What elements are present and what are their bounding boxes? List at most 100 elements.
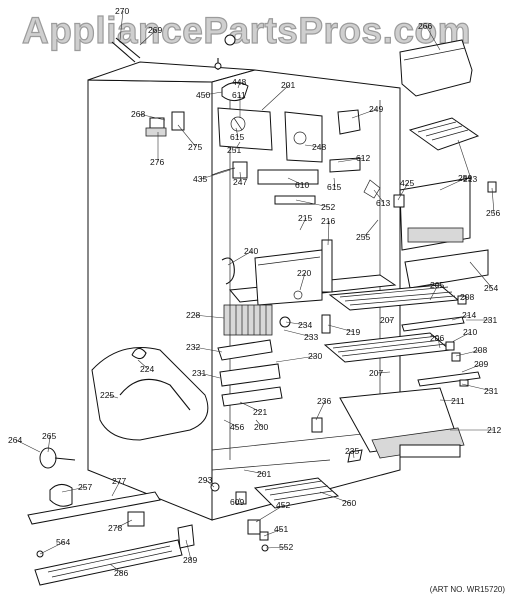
leader-line [352, 450, 355, 459]
leader-line [275, 355, 317, 363]
part-number-label: 231 [192, 368, 206, 378]
top-parts [111, 34, 361, 205]
leader-line [255, 504, 285, 523]
part-number-label: 448 [232, 77, 246, 87]
leader-line [227, 250, 253, 266]
leader-line [15, 439, 41, 453]
leader-line [261, 84, 290, 111]
part-number-label: 615 [327, 182, 341, 192]
part-number-label: 293 [198, 475, 212, 485]
leader-line [223, 419, 239, 428]
leader-line [255, 419, 263, 428]
part-number-label: 215 [298, 213, 312, 223]
part-number-label: 225 [100, 390, 114, 400]
part-number-label: 230 [308, 351, 322, 361]
part-number-label: 257 [78, 482, 92, 492]
leader-line [47, 435, 51, 453]
leader-line [287, 177, 304, 186]
part-number-label: 610 [295, 180, 309, 190]
leader-line [351, 108, 378, 119]
leader-line [437, 337, 441, 349]
part-number-label: 220 [297, 268, 311, 278]
part-number-label: 260 [342, 498, 356, 508]
part-number-label: 266 [418, 21, 432, 31]
part-number-label: 269 [148, 25, 162, 35]
part-number-label: 264 [8, 435, 22, 445]
part-number-label: 208 [460, 292, 474, 302]
part-number-label: 275 [188, 142, 202, 152]
part-number-label: 564 [56, 537, 70, 547]
part-number-label: 209 [474, 359, 488, 369]
part-number-label: 211 [451, 396, 465, 406]
leader-line [39, 541, 65, 555]
leader-line [397, 182, 409, 201]
leader-line [451, 314, 471, 321]
leader-line [327, 220, 330, 246]
leader-line [200, 169, 231, 180]
leader-line [451, 331, 472, 343]
leader-line [243, 469, 266, 475]
part-number-label: 248 [312, 142, 326, 152]
part-number-label: 236 [317, 396, 331, 406]
part-number-label: 451 [274, 524, 288, 534]
leader-line [237, 497, 241, 503]
leader-line [119, 10, 124, 41]
leader-line [193, 346, 223, 353]
leader-line [319, 491, 351, 504]
part-number-label: 231 [483, 315, 497, 325]
leader-line [439, 177, 467, 191]
part-number-label: 270 [115, 6, 129, 16]
leader-line [373, 189, 385, 204]
part-number-label: 201 [281, 80, 295, 90]
part-number-label: 254 [484, 283, 498, 293]
leader-line [185, 539, 192, 561]
leader-line [139, 29, 157, 46]
leader-line [429, 284, 439, 301]
leader-line [177, 124, 197, 148]
part-number-label: 216 [321, 216, 335, 226]
part-number-label: 228 [186, 310, 200, 320]
part-number-label: 212 [487, 425, 501, 435]
leader-line [205, 479, 215, 488]
part-number-label: 609 [230, 497, 244, 507]
part-number-label: 207 [369, 368, 383, 378]
part-number-label: 611 [232, 90, 246, 100]
part-number-label: 224 [140, 364, 154, 374]
part-number-label: 286 [114, 568, 128, 578]
part-number-label: 268 [131, 109, 145, 119]
leader-line [203, 91, 223, 96]
leader-line [491, 187, 495, 214]
bottom-parts [27, 417, 363, 586]
part-number-label: 206 [430, 333, 444, 343]
part-number-label: 450 [196, 90, 210, 100]
part-number-label: 247 [233, 177, 247, 187]
leader-line [461, 383, 493, 392]
part-number-label: 221 [253, 407, 267, 417]
part-number-label: 613 [376, 198, 390, 208]
part-number-label: 210 [463, 327, 477, 337]
part-number-label: 240 [244, 246, 258, 256]
part-number-label: 265 [42, 431, 56, 441]
leader-line [193, 314, 225, 319]
part-number-label: 232 [186, 342, 200, 352]
leader-line [376, 371, 391, 374]
part-number-label: 276 [150, 157, 164, 167]
part-number-label: 201 [257, 469, 271, 479]
leader-line [239, 401, 262, 413]
part-number-label: 231 [484, 386, 498, 396]
door-gasket [91, 347, 209, 441]
part-number-label: 289 [183, 555, 197, 565]
leader-line [439, 399, 460, 402]
part-number-label: 456 [230, 422, 244, 432]
part-number-label: 205 [430, 280, 444, 290]
part-number-label: 278 [108, 523, 122, 533]
part-number-label: 435 [193, 174, 207, 184]
leader-line [327, 324, 355, 333]
leader-line [109, 563, 123, 574]
leader-line [263, 528, 283, 537]
art-number: (ART NO. WR15720) [429, 585, 505, 594]
leader-line [337, 157, 365, 163]
leader-line [461, 363, 483, 373]
leader-line [461, 296, 469, 301]
